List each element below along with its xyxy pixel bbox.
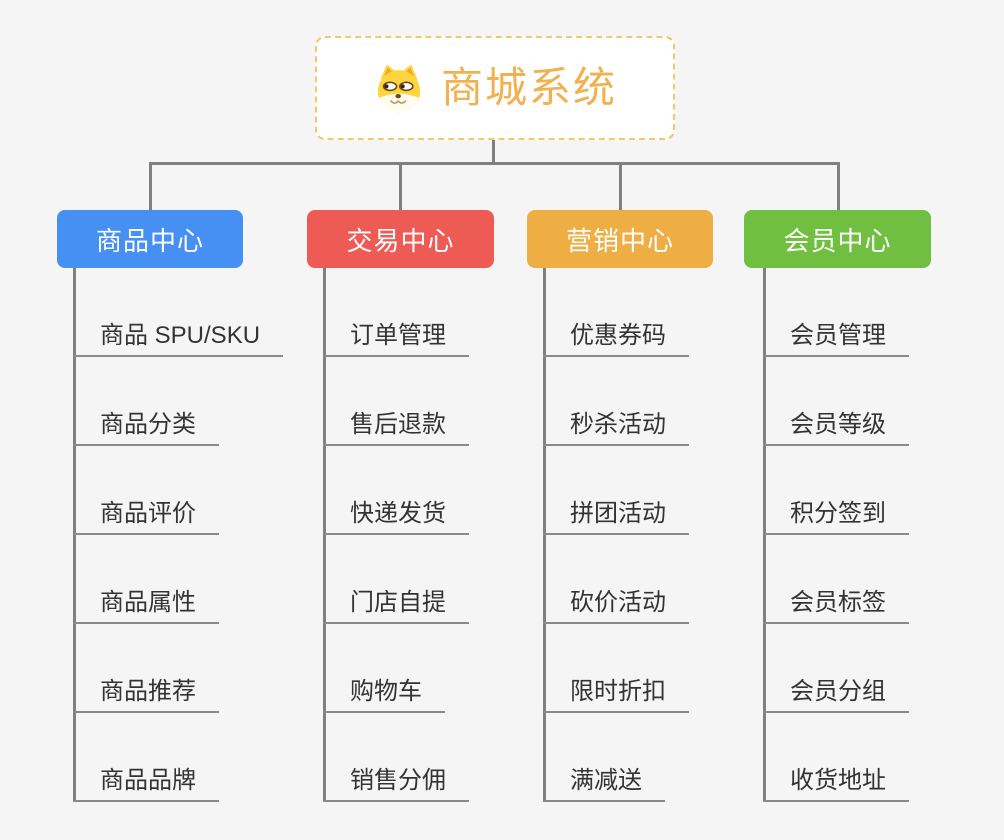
child-node[interactable]: 会员等级 [763, 402, 909, 446]
branch-connector-bar [149, 162, 840, 165]
child-node[interactable]: 商品品牌 [73, 758, 219, 802]
child-node[interactable]: 限时折扣 [543, 669, 689, 713]
branch-drop-line [619, 162, 622, 210]
doge-icon [377, 64, 421, 113]
child-node[interactable]: 商品 SPU/SKU [73, 313, 284, 357]
child-node[interactable]: 积分签到 [763, 491, 909, 535]
child-node[interactable]: 商品推荐 [73, 669, 219, 713]
child-node[interactable]: 快递发货 [323, 491, 469, 535]
branch-drop-line [837, 162, 840, 210]
branch-node-2[interactable]: 交易中心 [307, 210, 494, 268]
child-node[interactable]: 订单管理 [323, 313, 469, 357]
branch-node-1[interactable]: 商品中心 [57, 210, 243, 268]
branch-drop-line [149, 162, 152, 210]
branch-drop-line [399, 162, 402, 210]
child-node[interactable]: 商品分类 [73, 402, 219, 446]
child-node[interactable]: 购物车 [323, 669, 445, 713]
child-node[interactable]: 门店自提 [323, 580, 469, 624]
child-node[interactable]: 销售分佣 [323, 758, 469, 802]
child-node[interactable]: 满减送 [543, 758, 665, 802]
child-node[interactable]: 会员标签 [763, 580, 909, 624]
branch-node-4[interactable]: 会员中心 [744, 210, 931, 268]
child-node[interactable]: 优惠券码 [543, 313, 689, 357]
root-node[interactable]: 商城系统 [315, 36, 675, 140]
child-node[interactable]: 售后退款 [323, 402, 469, 446]
child-node[interactable]: 砍价活动 [543, 580, 689, 624]
root-connector-stub [492, 140, 495, 165]
branch-node-3[interactable]: 营销中心 [527, 210, 713, 268]
child-node[interactable]: 秒杀活动 [543, 402, 689, 446]
child-node[interactable]: 拼团活动 [543, 491, 689, 535]
child-node[interactable]: 收货地址 [763, 758, 909, 802]
child-node[interactable]: 会员管理 [763, 313, 909, 357]
child-node[interactable]: 商品评价 [73, 491, 219, 535]
child-node[interactable]: 会员分组 [763, 669, 909, 713]
child-node[interactable]: 商品属性 [73, 580, 219, 624]
root-title: 商城系统 [440, 64, 617, 111]
